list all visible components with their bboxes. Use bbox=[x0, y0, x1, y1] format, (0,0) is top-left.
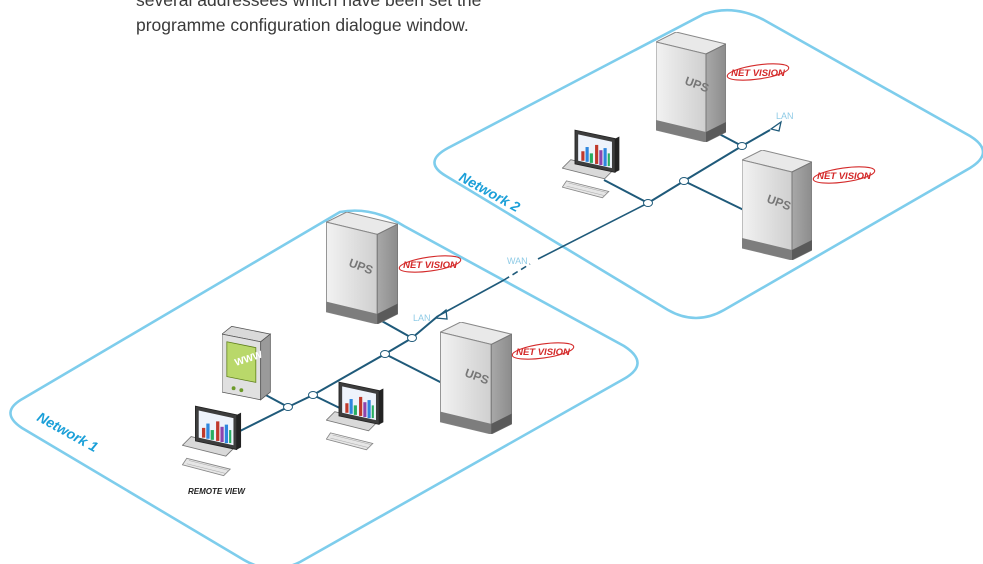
lan-label-network-1: LAN bbox=[413, 313, 431, 323]
network-2-label: Network 2 bbox=[457, 169, 523, 216]
lan-arrow-1 bbox=[434, 308, 448, 320]
workstation-remote-view bbox=[182, 405, 242, 477]
wan-label: WAN bbox=[507, 256, 528, 266]
wan-link bbox=[437, 202, 649, 317]
network-2-zone bbox=[433, 8, 983, 320]
lan-arrow-2 bbox=[769, 120, 782, 132]
net-vision-badge: NET VISION bbox=[812, 166, 876, 184]
remote-view-label: REMOTE VIEW bbox=[188, 487, 246, 496]
ups-server-1a: UPS bbox=[326, 212, 398, 324]
ups-server-1b: UPS bbox=[440, 322, 512, 434]
caption-line-2: programme configuration dialogue window. bbox=[136, 15, 469, 35]
svg-text:NET VISION: NET VISION bbox=[403, 260, 458, 271]
net-vision-badge: NET VISION bbox=[726, 63, 790, 81]
lan-label-network-2: LAN bbox=[776, 111, 794, 121]
network-1-zone bbox=[9, 209, 639, 564]
ups-server-2b: UPS bbox=[742, 150, 812, 260]
svg-text:NET VISION: NET VISION bbox=[817, 171, 872, 182]
svg-text:NET VISION: NET VISION bbox=[516, 347, 571, 358]
svg-text:NET VISION: NET VISION bbox=[731, 68, 786, 79]
net-vision-badge: NET VISION bbox=[511, 342, 575, 360]
diagram-caption: several addressees which have been set t… bbox=[136, 0, 556, 38]
network-nodes bbox=[283, 142, 747, 411]
ups-server-2a: UPS bbox=[656, 32, 726, 142]
network-1-label: Network 1 bbox=[35, 409, 101, 456]
caption-line-1: several addressees which have been set t… bbox=[136, 0, 482, 10]
workstation-2 bbox=[562, 129, 620, 199]
www-server: WWW bbox=[222, 326, 271, 401]
net-vision-badge: NET VISION bbox=[398, 255, 462, 273]
workstation-1b bbox=[326, 381, 384, 451]
